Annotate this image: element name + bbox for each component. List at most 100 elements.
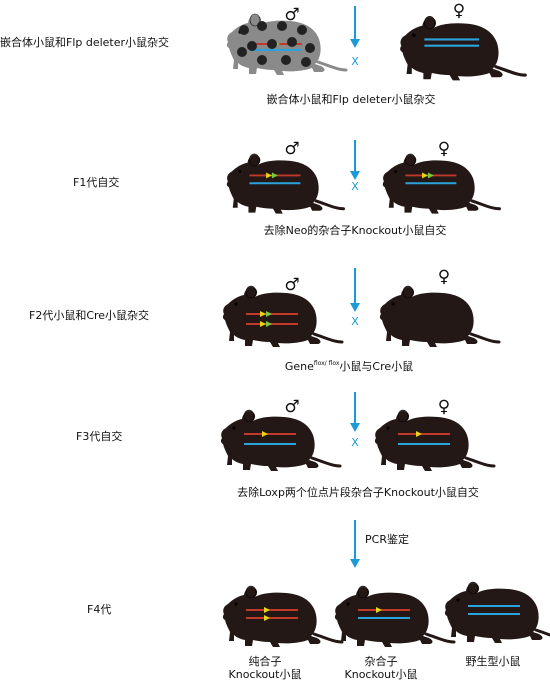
f1-female-body xyxy=(382,155,479,214)
f3-female xyxy=(374,409,496,471)
homozygous-mouse-eye xyxy=(234,602,238,606)
f3-male-tail xyxy=(310,456,342,468)
heterozygous-mouse-tail xyxy=(424,632,456,644)
f3-male xyxy=(220,409,342,471)
f3-male-ear xyxy=(243,409,255,423)
cross-2: X xyxy=(351,180,359,193)
f3-female-eye xyxy=(386,426,390,430)
chimera-mouse-tail xyxy=(316,60,348,72)
chimera-spots-spot-8 xyxy=(257,55,267,65)
pcr-label: PCR鉴定 xyxy=(365,533,409,546)
chimera-spots-spot-2 xyxy=(277,21,287,31)
f1-female-site-0-1 xyxy=(427,172,434,179)
homozygous-mouse-site-0-0 xyxy=(264,607,270,613)
heterozygous-mouse xyxy=(334,585,456,647)
stage-5-label: F4代 xyxy=(87,603,112,616)
arrow-3-head xyxy=(350,303,360,312)
female-symbol-1: ♀ xyxy=(453,1,465,21)
female-symbol-3: ♀ xyxy=(438,267,450,287)
f1-female-site-0-0 xyxy=(422,172,428,179)
f1-male xyxy=(226,153,345,214)
offspring-1-line1: 纯合子 xyxy=(248,655,282,668)
f1-male-site-0-0 xyxy=(266,172,272,179)
f3-male-site-0-0 xyxy=(262,431,268,437)
stage-3-caption: Geneflox/ flox小鼠与Cre小鼠 xyxy=(284,360,414,373)
chimera-mouse-ear xyxy=(249,13,261,27)
flp-mouse-ear xyxy=(424,15,436,30)
offspring-3-line1: 野生型小鼠 xyxy=(465,655,521,668)
stage-1-caption: 嵌合体小鼠和Flp deleter小鼠杂交 xyxy=(266,93,436,106)
chimera-spots-spot-4 xyxy=(247,41,257,51)
stage-2-label: F1代自交 xyxy=(73,176,120,189)
cre-mouse-body xyxy=(379,287,478,347)
flox-mouse-body xyxy=(222,287,321,347)
flox-mouse-tail xyxy=(312,332,344,344)
homozygous-mouse-ear xyxy=(245,585,257,599)
homozygous-mouse xyxy=(222,585,344,647)
wildtype-mouse-tail xyxy=(534,628,550,637)
stage-1-label: 嵌合体小鼠和Flp deleter小鼠杂交 xyxy=(0,36,170,49)
offspring-2-line1: 杂合子 xyxy=(364,655,398,668)
offspring-2-line2: Knockout小鼠 xyxy=(344,668,418,681)
cre-mouse-tail xyxy=(469,332,501,344)
chimera-spots-spot-10 xyxy=(237,47,247,57)
female-symbol-4: ♀ xyxy=(438,397,450,417)
flp-mouse-tail xyxy=(494,65,527,77)
f3-female-tail xyxy=(464,456,496,468)
flox-mouse-eye xyxy=(234,302,238,306)
flox-mouse-ear xyxy=(245,285,257,299)
homozygous-mouse-site-1-0 xyxy=(264,615,270,621)
wildtype-mouse xyxy=(444,581,550,643)
heterozygous-mouse-site-0-0 xyxy=(376,607,382,613)
f1-male-tail xyxy=(314,199,345,211)
flox-mouse-site-0-1 xyxy=(266,311,272,317)
wildtype-mouse-ear xyxy=(467,581,479,595)
male-symbol-4: ♂ xyxy=(284,397,299,417)
flp-mouse xyxy=(400,15,527,81)
flox-mouse xyxy=(222,285,344,347)
arrow-pcr-head xyxy=(350,559,360,568)
stage-3-label: F2代小鼠和Cre小鼠杂交 xyxy=(29,309,150,322)
f1-female xyxy=(382,153,501,214)
chimera-spots-spot-1 xyxy=(257,21,267,31)
heterozygous-mouse-ear xyxy=(357,585,369,599)
f1-female-ear xyxy=(405,153,416,166)
homozygous-mouse-tail xyxy=(312,632,344,644)
f3-male-body xyxy=(220,411,319,471)
f3-female-ear xyxy=(397,409,409,423)
cre-mouse-ear xyxy=(402,285,414,299)
chimera-spots-spot-7 xyxy=(305,43,315,53)
f3-male-eye xyxy=(232,426,236,430)
wildtype-mouse-eye xyxy=(456,598,460,602)
cross-4: X xyxy=(351,436,359,449)
chimera-spots-spot-5 xyxy=(267,39,277,49)
stage-4-label: F3代自交 xyxy=(76,430,123,443)
cre-mouse-eye xyxy=(391,302,395,306)
cross-3: X xyxy=(351,315,359,328)
f3-female-site-0-0 xyxy=(416,431,422,437)
chimera-spots-spot-9 xyxy=(281,55,291,65)
stage-4-caption: 去除Loxp两个位点片段杂合子Knockout小鼠自交 xyxy=(237,486,479,499)
chimera-spots-spot-6 xyxy=(287,37,297,47)
flox-mouse-site-0-0 xyxy=(260,311,266,317)
f3-female-body xyxy=(374,411,473,471)
male-symbol-2: ♂ xyxy=(284,139,299,159)
f1-male-site-0-1 xyxy=(271,172,278,179)
male-symbol-3: ♂ xyxy=(284,275,299,295)
f1-male-eye xyxy=(238,169,242,174)
cre-mouse xyxy=(379,285,501,347)
chimera-spots xyxy=(237,21,315,67)
arrow-4-head xyxy=(350,423,360,432)
f1-male-ear xyxy=(249,153,260,166)
chimera-spots-spot-11 xyxy=(301,57,311,67)
stage-2-caption: 去除Neo的杂合子Knockout小鼠自交 xyxy=(263,224,447,237)
arrow-1-head xyxy=(350,39,360,48)
flox-mouse-site-1-1 xyxy=(266,321,272,327)
flox-mouse-site-1-0 xyxy=(260,321,266,327)
chimera-spots-spot-3 xyxy=(297,25,307,35)
f1-male-body xyxy=(226,155,323,214)
arrow-2-head xyxy=(350,171,360,180)
flp-mouse-body xyxy=(400,17,503,81)
